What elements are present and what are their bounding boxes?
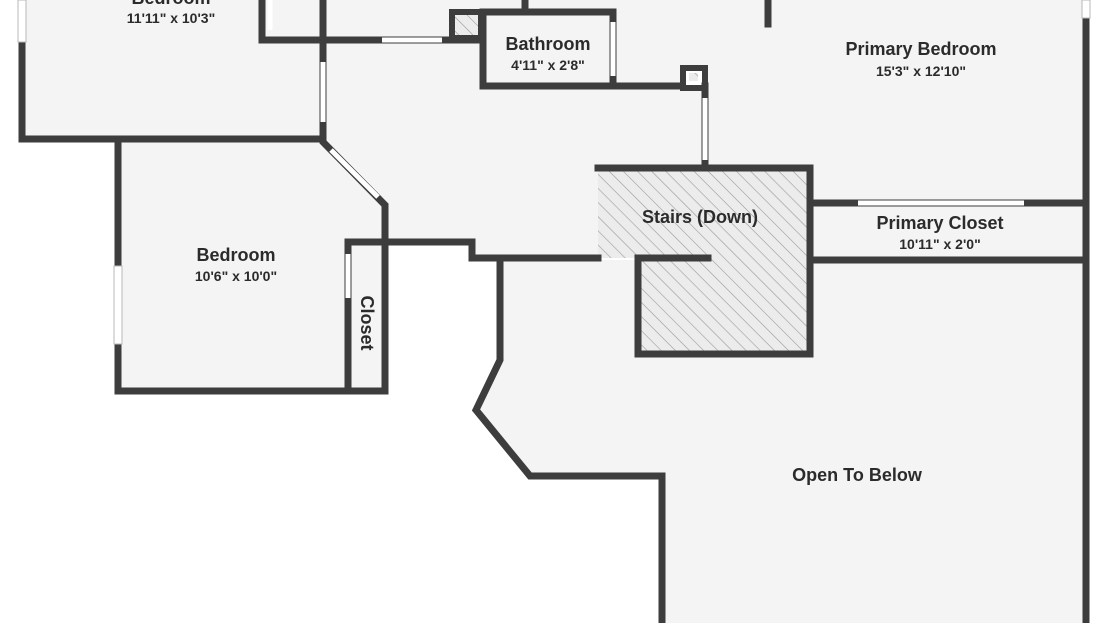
floor-closet — [348, 243, 386, 391]
floor-bedroom-top — [22, 0, 325, 139]
room-name-bedroom-top: Bedroom — [131, 0, 210, 8]
stairs-hatch — [598, 170, 808, 354]
room-name-closet: Closet — [357, 295, 377, 350]
floor-bathroom — [483, 12, 613, 86]
room-dims-bathroom: 4'11" x 2'8" — [511, 57, 585, 73]
bath-fixture — [449, 9, 484, 41]
room-name-bathroom: Bathroom — [506, 34, 591, 54]
window-bedroom-top — [17, 0, 27, 43]
door-bedroom-left — [329, 148, 380, 199]
room-dims-bedroom-top: 11'11" x 10'3" — [127, 10, 215, 26]
windows — [17, 0, 1091, 345]
room-dims-primary-closet: 10'11" x 2'0" — [899, 236, 980, 252]
wall-stairs — [594, 164, 814, 358]
floor-open-to-below — [476, 260, 1086, 623]
room-name-primary-bedroom: Primary Bedroom — [845, 39, 996, 59]
room-name-bedroom-left: Bedroom — [196, 245, 275, 265]
wall-open-below — [471, 256, 666, 623]
column-small-inner — [689, 73, 698, 81]
room-dims-bedroom-left: 10'6" x 10'0" — [195, 268, 277, 284]
room-dims-primary-bedroom: 15'3" x 12'10" — [876, 63, 966, 79]
floor-bedroom-left — [118, 142, 385, 391]
room-name-stairs: Stairs (Down) — [642, 207, 758, 227]
floor-fills — [22, 0, 1086, 623]
room-labels: Bedroom 11'11" x 10'3" Bathroom 4'11" x … — [127, 0, 1004, 485]
window-bedroom-left — [113, 265, 123, 345]
window-primary — [1081, 0, 1091, 19]
door-openings — [267, 0, 1024, 298]
floor-hallway — [325, 40, 705, 258]
floor-primary-closet — [813, 203, 1086, 260]
room-name-primary-closet: Primary Closet — [876, 213, 1003, 233]
room-name-open-to-below: Open To Below — [792, 465, 923, 485]
floor-primary-bedroom — [525, 0, 1086, 203]
